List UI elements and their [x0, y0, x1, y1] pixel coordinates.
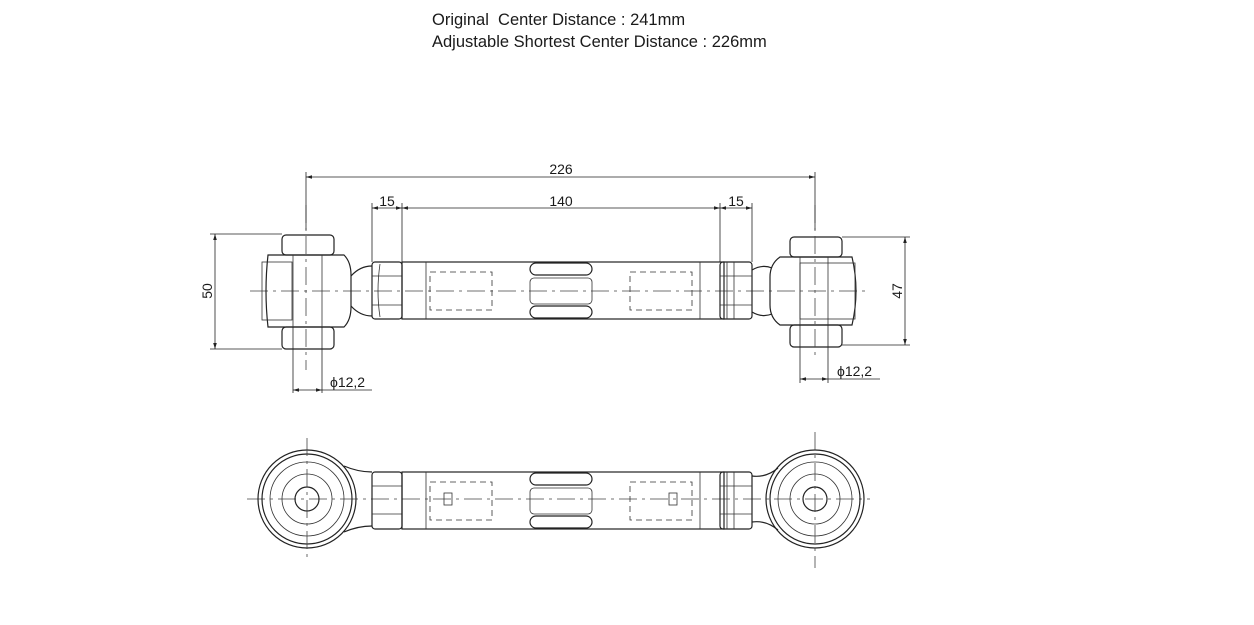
left-locknut-top [371, 261, 403, 320]
top-view [250, 205, 870, 370]
dim-right-locknut: 15 [728, 193, 744, 209]
adjuster-tube-top [401, 261, 725, 320]
dim-right-bore: ϕ12,2 [837, 363, 872, 379]
dim-left-bore: ϕ12,2 [330, 374, 365, 390]
right-rod-end-front [751, 432, 865, 568]
right-locknut-front [719, 471, 753, 530]
right-locknut-top [719, 261, 753, 320]
dim-overall-center: 226 [549, 161, 573, 177]
dim-right-bushing-width: 47 [889, 283, 905, 299]
left-locknut-front [371, 471, 403, 530]
right-rod-end-top [751, 205, 857, 360]
dimension-lines: 226 15 140 15 50 47 ϕ12,2 ϕ12,2 [199, 161, 910, 393]
dim-left-locknut: 15 [379, 193, 395, 209]
left-rod-end-top [261, 205, 373, 370]
adjuster-tube-front [401, 471, 725, 530]
dim-left-bushing-width: 50 [199, 283, 215, 299]
adjustable-shortest-center-distance: Adjustable Shortest Center Distance : 22… [432, 33, 767, 51]
dim-tube: 140 [549, 193, 573, 209]
drawing-header: Original Center Distance : 241mm Adjusta… [432, 9, 767, 53]
left-rod-end-front [257, 438, 373, 560]
front-view [247, 432, 870, 568]
original-center-distance: Original Center Distance : 241mm [432, 11, 686, 29]
